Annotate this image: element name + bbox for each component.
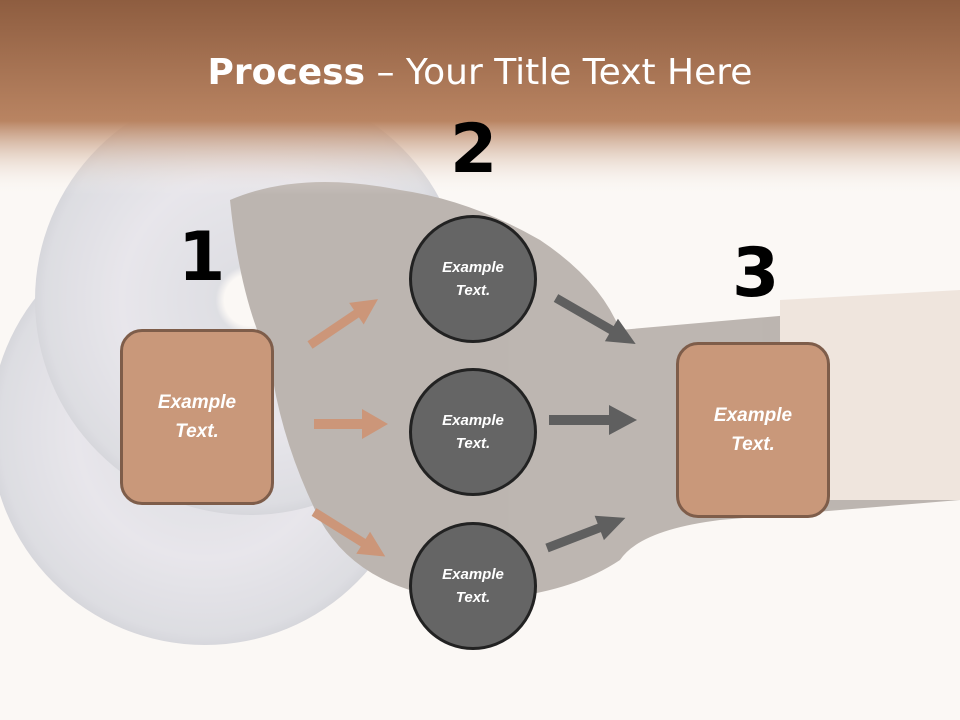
arrow-left-down bbox=[311, 508, 386, 557]
title-bold: Process bbox=[207, 52, 366, 93]
arrow-left-up bbox=[307, 299, 378, 349]
title-rest: – Your Title Text Here bbox=[365, 52, 753, 93]
step-2-circle-middle: Example Text. bbox=[409, 368, 537, 496]
step-number-2: 2 bbox=[450, 110, 498, 189]
step-number-1: 1 bbox=[178, 218, 226, 297]
arrow-left-middle bbox=[314, 409, 388, 439]
step-1-box: Example Text. bbox=[120, 329, 274, 505]
arrow-right-middle bbox=[549, 405, 637, 435]
arrow-right-down bbox=[553, 294, 636, 344]
arrow-right-up bbox=[545, 515, 626, 553]
slide-title: Process – Your Title Text Here bbox=[0, 52, 960, 93]
step-2-circle-bottom: Example Text. bbox=[409, 522, 537, 650]
step-3-box: Example Text. bbox=[676, 342, 830, 518]
step-number-3: 3 bbox=[732, 234, 780, 313]
step-2-circle-top: Example Text. bbox=[409, 215, 537, 343]
